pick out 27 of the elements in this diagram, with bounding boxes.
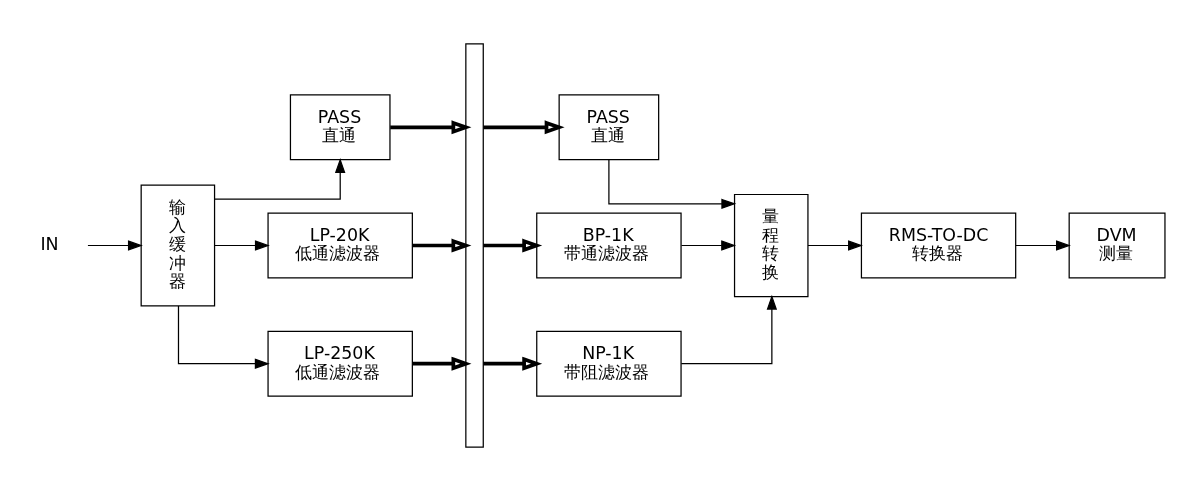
arrow	[412, 356, 472, 371]
arrow	[412, 238, 472, 253]
arrow	[608, 159, 737, 210]
node-box: 量程转换	[733, 193, 809, 298]
node-box: NP-1K 带阻滤波器	[536, 330, 682, 397]
arrow	[214, 240, 270, 251]
node-box: LP-250K 低通滤波器	[267, 330, 413, 397]
arrow	[483, 238, 543, 253]
arrow	[680, 240, 737, 251]
node-box: LP-20K 低通滤波器	[267, 212, 413, 279]
node-text: IN	[40, 234, 59, 255]
node-box: PASS 直通	[289, 94, 391, 161]
arrow	[1015, 240, 1071, 251]
node-box: 输入缓冲器	[140, 184, 216, 307]
arrow	[177, 305, 270, 369]
arrow	[680, 294, 778, 365]
node-box: DVM 测量	[1068, 212, 1166, 279]
node-box: PASS 直通	[558, 94, 660, 161]
arrow	[807, 240, 863, 251]
node-box: RMS-TO-DC 转换器	[860, 212, 1017, 279]
arrow	[483, 120, 565, 135]
node-bar	[465, 43, 484, 448]
arrow	[390, 120, 472, 135]
arrow	[214, 158, 346, 200]
arrow	[87, 240, 143, 251]
node-box: BP-1K 带通滤波器	[536, 212, 682, 279]
arrow	[483, 356, 543, 371]
